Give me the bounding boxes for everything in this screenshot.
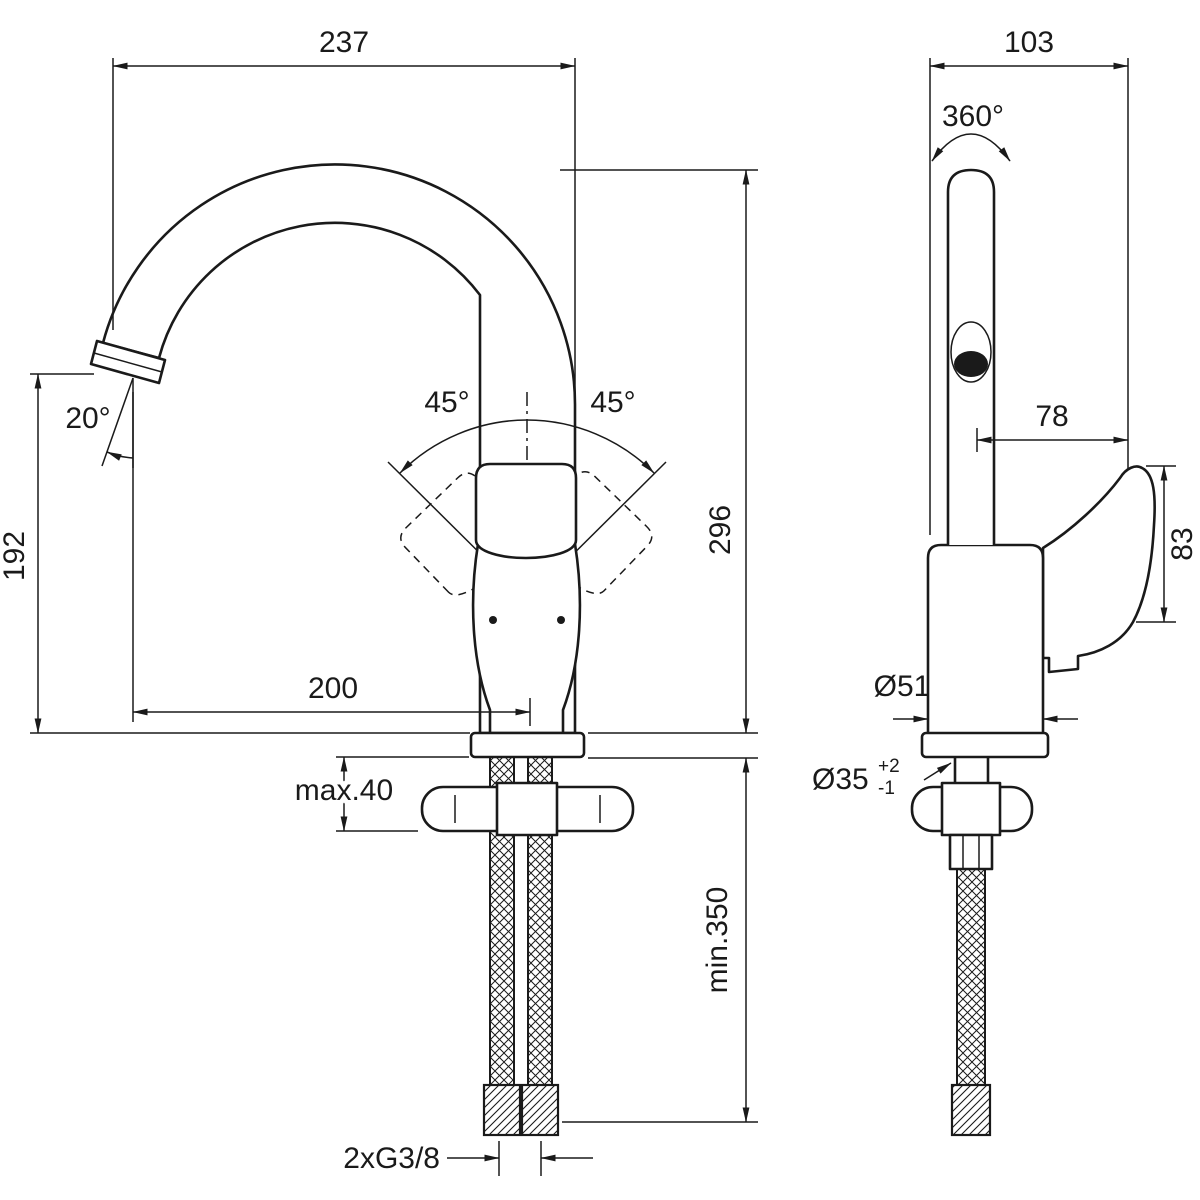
dim-outlet-angle: 20°	[65, 377, 134, 468]
hole-dia-label: Ø35	[812, 763, 869, 796]
outlet-dark	[954, 351, 988, 377]
total-height-label: 296	[704, 505, 737, 555]
dim-total-height: 296	[560, 169, 758, 734]
hose-side	[956, 868, 986, 1086]
handle-reach-label: 78	[1035, 400, 1068, 433]
dim-hole-dia: Ø35 +2 -1	[812, 756, 952, 799]
washer-boss-front	[495, 781, 559, 837]
lever-handle-front	[474, 462, 578, 560]
hose-thread-label: 2xG3/8	[343, 1142, 440, 1175]
mixer-body	[471, 542, 582, 735]
washer-boss-side	[940, 781, 1002, 837]
hose-connector-right	[520, 1083, 560, 1137]
pivot-screw-right	[557, 616, 565, 624]
side-view: 103 360° 78 83 Ø51 Ø35	[812, 26, 1199, 1137]
hose-connector-side	[950, 1083, 992, 1137]
base-flange-front	[469, 731, 586, 759]
hole-tol-dn-label: -1	[878, 778, 895, 799]
dim-outlet-height: 192	[0, 373, 470, 734]
dim-deck-max: max.40	[290, 756, 469, 832]
base-flange-side	[920, 731, 1050, 759]
hole-tol-up-label: +2	[878, 756, 900, 777]
depth-label: 103	[1004, 26, 1054, 59]
dim-base-dia: Ø51	[874, 670, 1078, 723]
rotation-label: 360°	[942, 100, 1004, 133]
outlet-ellipse	[950, 321, 992, 383]
dim-hose-thread: 2xG3/8	[343, 1141, 593, 1176]
front-view: 20° 45° 45°	[0, 26, 758, 1176]
dim-spout-width: 237	[112, 26, 576, 396]
dim-outlet-reach: 200	[132, 392, 531, 726]
body-side	[926, 543, 1045, 739]
dim-handle-height: 83	[1136, 465, 1199, 623]
dim-rotation: 360°	[931, 100, 1011, 162]
outlet-angle-label: 20°	[65, 402, 110, 435]
dim-handle-reach: 78	[976, 400, 1129, 452]
mounting-nut	[948, 833, 994, 871]
swivel-annotation: 45° 45°	[387, 381, 667, 601]
swivel-left-label: 45°	[424, 386, 469, 419]
outlet-reach-label: 200	[308, 672, 358, 705]
spout-width-label: 237	[319, 26, 369, 59]
lever-handle-side	[1041, 465, 1156, 674]
handle-height-label: 83	[1166, 527, 1199, 560]
hose-min-label: min.350	[701, 887, 734, 994]
base-dia-label: Ø51	[874, 670, 931, 703]
aerator-seam	[93, 352, 163, 373]
swivel-right-label: 45°	[590, 386, 635, 419]
deck-max-label: max.40	[295, 774, 393, 807]
outlet-height-label: 192	[0, 531, 31, 581]
pivot-screw-left	[489, 616, 497, 624]
dim-depth: 103	[929, 26, 1129, 535]
dim-hose-min: min.350	[562, 757, 758, 1123]
hose-connector-left	[482, 1083, 522, 1137]
